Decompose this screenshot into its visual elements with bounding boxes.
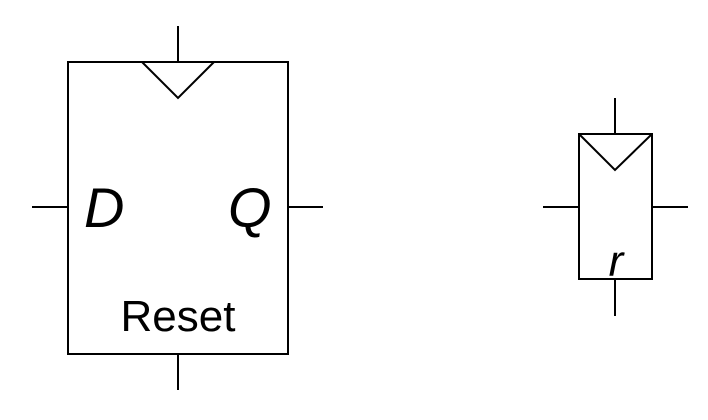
d-flip-flop-compact: r xyxy=(543,98,688,316)
compact-clock-triangle-icon xyxy=(578,133,653,172)
clock-triangle-icon xyxy=(141,61,215,100)
q-port-label: Q xyxy=(228,176,272,239)
d-flip-flop-full: D Q Reset xyxy=(32,26,323,390)
reset-port-label: Reset xyxy=(121,292,236,341)
d-port-label: D xyxy=(84,176,124,239)
compact-reset-label: r xyxy=(609,237,626,286)
